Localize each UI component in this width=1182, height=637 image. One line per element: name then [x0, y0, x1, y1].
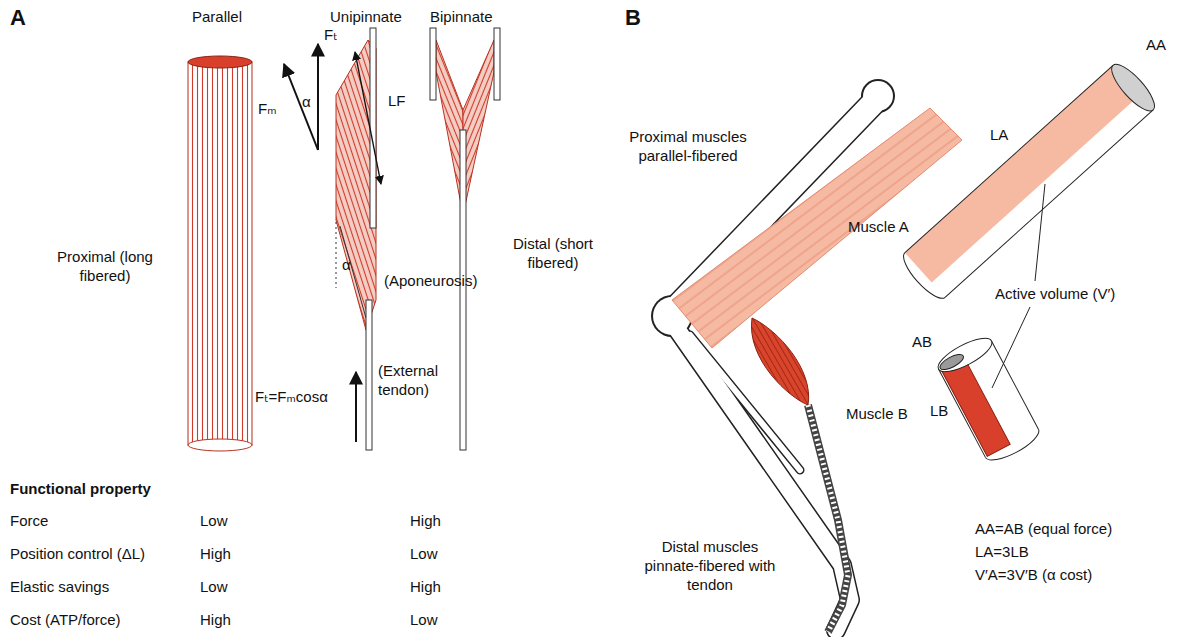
- force-symbol: Fₘ: [258, 100, 277, 119]
- table-cell: Low: [410, 545, 438, 564]
- length-symbol: LA: [990, 126, 1008, 145]
- region-label: Distal (short fibered): [498, 235, 608, 273]
- table-cell: Position control (ΔL): [10, 545, 145, 564]
- table-cell: High: [200, 611, 231, 630]
- equation: V′A=3V′B (α cost): [975, 566, 1092, 585]
- muscle-b-cylinder: [934, 332, 1043, 466]
- distal-muscle: [751, 318, 848, 632]
- equation: AA=AB (equal force): [975, 520, 1112, 539]
- area-symbol: AA: [1146, 36, 1166, 55]
- column-heading: Bipinnate: [430, 8, 493, 27]
- table-cell: Low: [410, 611, 438, 630]
- table-cell: High: [410, 512, 441, 531]
- region-label: Distal muscles pinnate-fibered with tend…: [640, 538, 780, 594]
- region-label: Proximal muscles parallel-fibered: [618, 128, 758, 166]
- part-label: Muscle B: [846, 405, 908, 424]
- part-label: Active volume (V′): [995, 285, 1115, 304]
- table-cell: Low: [200, 578, 228, 597]
- table-cell: High: [410, 578, 441, 597]
- equation: LA=3LB: [975, 543, 1029, 562]
- table-cell: Force: [10, 512, 48, 531]
- equation: Fₜ=Fₘcosα: [255, 388, 328, 407]
- area-symbol: AB: [912, 333, 932, 352]
- column-heading: Unipinnate: [330, 8, 402, 27]
- unipinnate-muscle: [284, 28, 381, 450]
- panel-letter: B: [625, 4, 641, 32]
- part-label: Muscle A: [848, 218, 909, 237]
- column-heading: Parallel: [192, 8, 242, 27]
- part-label: (External tendon): [378, 362, 458, 400]
- part-label: (Aponeurosis): [384, 272, 477, 291]
- table-cell: Elastic savings: [10, 578, 109, 597]
- parallel-muscle: [188, 56, 252, 451]
- force-symbol: Fₜ: [324, 26, 338, 45]
- angle-symbol: α: [302, 93, 311, 112]
- table-cell: Low: [200, 512, 228, 531]
- table-cell: Cost (ATP/force): [10, 611, 121, 630]
- length-symbol: LB: [930, 402, 948, 421]
- muscle-a-cylinder: [897, 59, 1160, 304]
- angle-symbol: α: [342, 256, 351, 275]
- region-label: Proximal (long fibered): [50, 248, 160, 286]
- length-symbol: LF: [388, 92, 406, 111]
- panel-letter: A: [10, 4, 26, 32]
- table-heading: Functional property: [10, 480, 151, 499]
- bipinnate-muscle: [430, 28, 500, 450]
- table-cell: High: [200, 545, 231, 564]
